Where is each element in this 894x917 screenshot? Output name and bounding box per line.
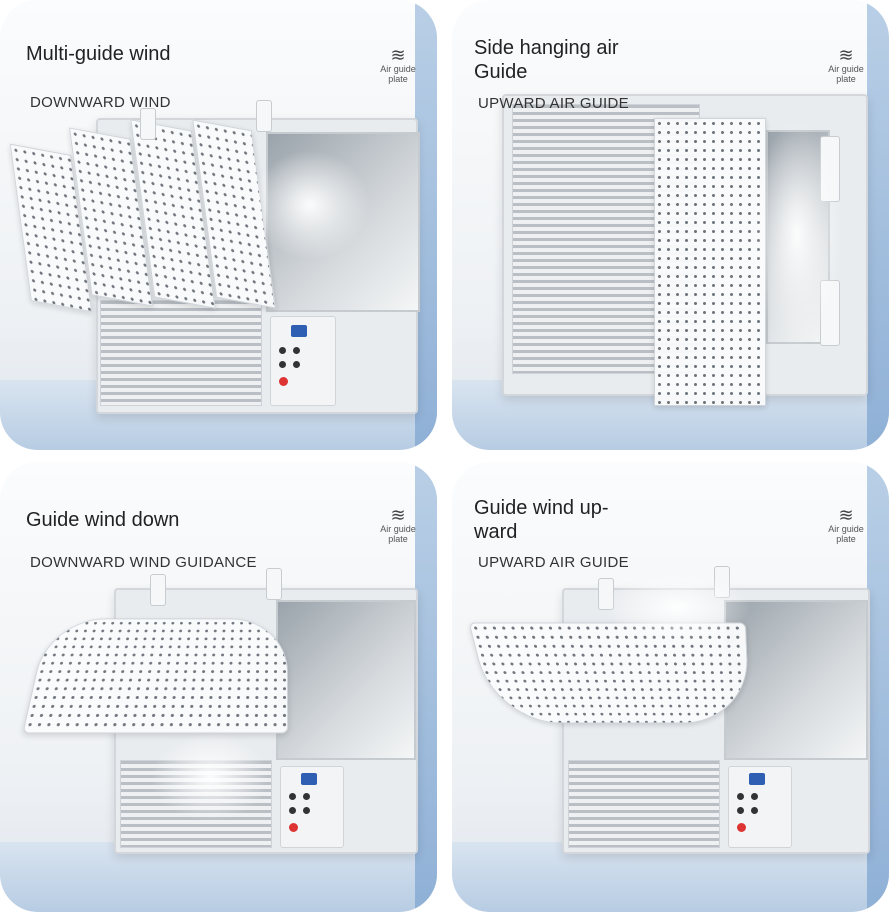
panel-title: Multi-guide wind xyxy=(26,43,171,65)
air-outlet xyxy=(276,600,416,760)
control-panel xyxy=(728,766,792,848)
control-button xyxy=(289,793,296,800)
control-button xyxy=(751,807,758,814)
panel-guide-wind-upward: Guide wind up-ward UPWARD AIR GUIDE ≋ Ai… xyxy=(452,462,889,912)
guide-plate-label: Air guide plate xyxy=(380,64,416,85)
guide-plate-badge: ≋ Air guide plate xyxy=(378,46,418,85)
guide-plate-label: Air guide plate xyxy=(380,524,416,545)
panel-multi-guide-wind: Multi-guide wind DOWNWARD WIND ≋ Air gui… xyxy=(0,0,437,450)
guide-plate-badge: ≋ Air guide plate xyxy=(826,506,866,545)
control-panel xyxy=(280,766,344,848)
wall-edge xyxy=(415,462,437,912)
airflow xyxy=(250,150,370,260)
mount-bracket xyxy=(140,108,156,140)
control-button xyxy=(289,807,296,814)
lcd-display xyxy=(749,773,765,785)
wind-icon: ≋ xyxy=(390,45,406,65)
control-button xyxy=(293,361,300,368)
control-button xyxy=(303,793,310,800)
lcd-display xyxy=(291,325,307,337)
front-grill xyxy=(100,300,262,406)
control-panel xyxy=(270,316,336,406)
wind-icon: ≋ xyxy=(390,505,406,525)
airflow xyxy=(150,732,270,822)
airflow xyxy=(602,572,752,642)
control-button xyxy=(737,793,744,800)
power-button xyxy=(279,377,288,386)
lcd-display xyxy=(301,773,317,785)
control-button xyxy=(279,347,286,354)
wall-edge xyxy=(867,462,889,912)
guide-plate-badge: ≋ Air guide plate xyxy=(378,506,418,545)
panel-title: Side hanging air Guide xyxy=(474,37,619,83)
power-button xyxy=(289,823,298,832)
control-button xyxy=(751,793,758,800)
front-grill xyxy=(568,760,720,848)
panel-side-hanging-air-guide: Side hanging air Guide UPWARD AIR GUIDE … xyxy=(452,0,889,450)
guide-plate-label: Air guide plate xyxy=(828,524,864,545)
guide-plate xyxy=(22,618,289,734)
control-button xyxy=(737,807,744,814)
panel-guide-wind-down: Guide wind down DOWNWARD WIND GUIDANCE ≋… xyxy=(0,462,437,912)
control-button xyxy=(303,807,310,814)
panel-title: Guide wind down xyxy=(26,509,180,531)
mount-bracket xyxy=(266,568,282,600)
panel-subtitle: UPWARD AIR GUIDE xyxy=(478,554,629,571)
airflow xyxy=(752,120,842,350)
mount-bracket xyxy=(256,100,272,132)
panel-subtitle: DOWNWARD WIND GUIDANCE xyxy=(30,554,257,571)
power-button xyxy=(737,823,746,832)
control-button xyxy=(279,361,286,368)
panel-subtitle: DOWNWARD WIND xyxy=(30,94,171,111)
wind-icon: ≋ xyxy=(838,45,854,65)
control-button xyxy=(293,347,300,354)
guide-plate-badge: ≋ Air guide plate xyxy=(826,46,866,85)
wall-edge xyxy=(867,0,889,450)
panel-title: Guide wind up-ward xyxy=(474,497,609,543)
guide-plate-label: Air guide plate xyxy=(828,64,864,85)
wind-icon: ≋ xyxy=(838,505,854,525)
guide-plate xyxy=(654,118,766,406)
mount-bracket xyxy=(150,574,166,606)
wall-edge xyxy=(415,0,437,450)
panel-subtitle: UPWARD AIR GUIDE xyxy=(478,95,629,112)
